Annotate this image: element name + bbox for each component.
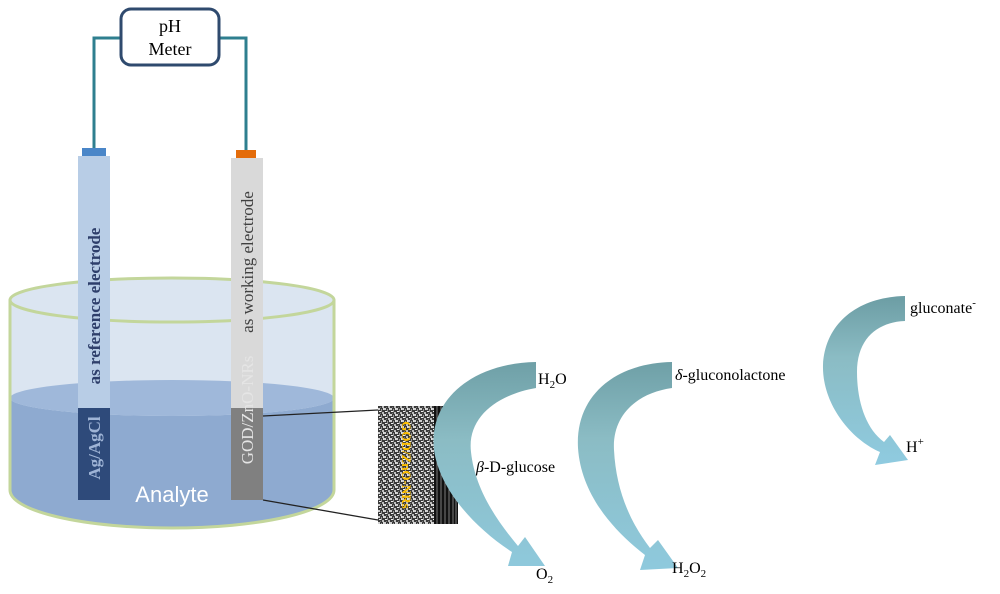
ph-meter: pH Meter [92, 7, 248, 152]
analyte-liquid [10, 398, 334, 528]
reaction-arrow-glucose [433, 362, 545, 566]
hydrogen-peroxide-label: H2O2 [672, 560, 706, 580]
working-electrode-label: as working electrode [238, 191, 257, 333]
analyte-label: Analyte [135, 482, 208, 507]
inset-texture [378, 406, 434, 524]
water-label: H2O [538, 371, 567, 391]
reference-electrode-cap [82, 148, 106, 157]
oxygen-label: O2 [536, 566, 553, 586]
gluconate-label: gluconate- [910, 297, 976, 317]
meter-label-line1: pH [159, 16, 181, 36]
working-electrode-cap [236, 150, 256, 159]
beaker-bottom [8, 489, 336, 530]
wire-reference [92, 36, 122, 150]
zoom-line-bottom [262, 499, 379, 521]
reaction-arrow-gluconolactone [577, 362, 678, 570]
working-electrode-material: GOD/ZnO-NRs [238, 356, 257, 465]
liquid-surface [10, 380, 334, 416]
reference-electrode-submerged [78, 408, 110, 500]
reference-electrode: as reference electrode Ag/AgCl [78, 148, 110, 500]
reference-electrode-body [78, 156, 110, 410]
beta-d-glucose-label: β-D-glucose [475, 459, 555, 476]
beaker: Analyte [8, 276, 336, 530]
reaction-labels: H2O β-D-glucose O2 δ-gluconolactone H2O2… [475, 297, 976, 586]
reaction-arrow-gluconate [822, 296, 908, 465]
wire-working [218, 36, 248, 152]
working-electrode-submerged [231, 408, 263, 500]
working-electrode-body [231, 158, 263, 410]
working-electrode: as working electrode GOD/ZnO-NRs [231, 150, 263, 500]
inset-label: GOD/ZnO-NRs [399, 421, 414, 508]
reference-electrode-label: as reference electrode [85, 227, 104, 384]
gluconolactone-label: δ-gluconolactone [675, 367, 786, 384]
zoom-line-top [262, 409, 379, 417]
reference-electrode-material: Ag/AgCl [85, 416, 104, 480]
meter-box [119, 7, 221, 67]
proton-label: H+ [906, 436, 924, 456]
meter-label-line2: Meter [149, 39, 192, 59]
